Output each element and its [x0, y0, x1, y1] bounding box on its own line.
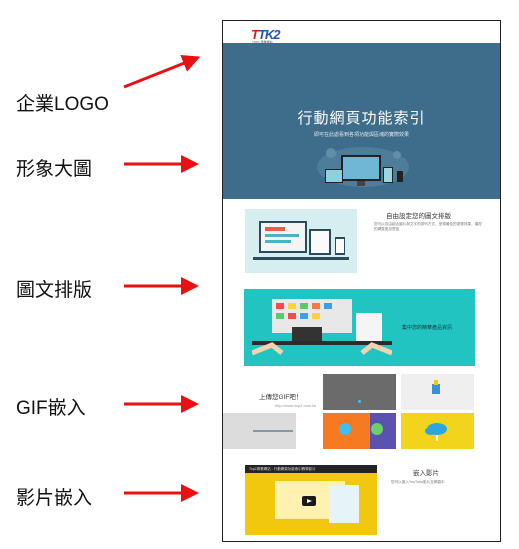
annotation-label-logo: 企業LOGO [16, 94, 109, 115]
gif-tile-1[interactable] [323, 374, 396, 410]
company-logo[interactable]: TTK2 [251, 27, 280, 42]
gif-tile-3[interactable] [223, 413, 296, 449]
hero-subtitle: 即可在此處看到各項功能與區塊的實際效果 [313, 132, 409, 138]
banner-text: 集中您的精華產品資訊 [402, 325, 453, 331]
gif-dot [358, 400, 361, 403]
annotation-label-hero: 形象大圖 [16, 159, 93, 180]
gif-tile-4[interactable] [323, 413, 396, 449]
gif-cloud-icon [425, 423, 447, 441]
image-text-title: 自由設定您的圖文排版 [386, 213, 451, 220]
video-illustration-screen [329, 485, 359, 523]
video-section-title: 嵌入影片 [413, 470, 439, 477]
banner-section: 集中您的精華產品資訊 [244, 289, 475, 366]
gif-tile-2[interactable] [401, 374, 474, 410]
video-player-title: Top2專業網站 - 行動網頁功能索引教學影片 [249, 466, 316, 471]
workspace-illustration [252, 299, 392, 356]
hero-banner: 行動網頁功能索引 即可在此處看到各項功能與區塊的實際效果 [223, 43, 500, 199]
gif-section-title: 上傳您GIF吧！ [259, 394, 303, 401]
video-player[interactable]: Top2專業網站 - 行動網頁功能索引教學影片 [245, 465, 377, 535]
gif-section-link[interactable]: http://www.top2.com.tw [275, 403, 317, 408]
annotation-label-gif: GIF嵌入 [16, 398, 86, 419]
video-section-text: 您可以嵌入YouTube影片至網頁中 [391, 480, 445, 484]
gif-avatar-icon [371, 423, 383, 435]
gif-tile-caption [253, 430, 293, 432]
annotation-label-video: 影片嵌入 [16, 488, 93, 509]
hero-title: 行動網頁功能索引 [297, 110, 426, 127]
image-text-body: 您可以自由組合圖片與文字的排列方式，呈現最佳的瀏覽效果，讓您的網頁更加豐富 [374, 222, 482, 231]
arrow-line-logo [123, 54, 201, 89]
gif-hand-icon [432, 380, 440, 394]
logo-subtext: TOP2 專業網站 [252, 40, 273, 44]
play-button[interactable] [302, 496, 316, 506]
image-text-illustration [245, 209, 357, 273]
hero-devices-illustration [317, 147, 409, 187]
video-title-bar: Top2專業網站 - 行動網頁功能索引教學影片 [245, 465, 377, 473]
mobile-page-preview: TTK2 TOP2 專業網站 行動網頁功能索引 即可在此處看到各項功能與區塊的實… [222, 20, 501, 542]
gif-avatar-icon [339, 423, 351, 435]
annotation-label-layout: 圖文排版 [16, 280, 93, 301]
gif-tile-5[interactable] [401, 413, 474, 449]
